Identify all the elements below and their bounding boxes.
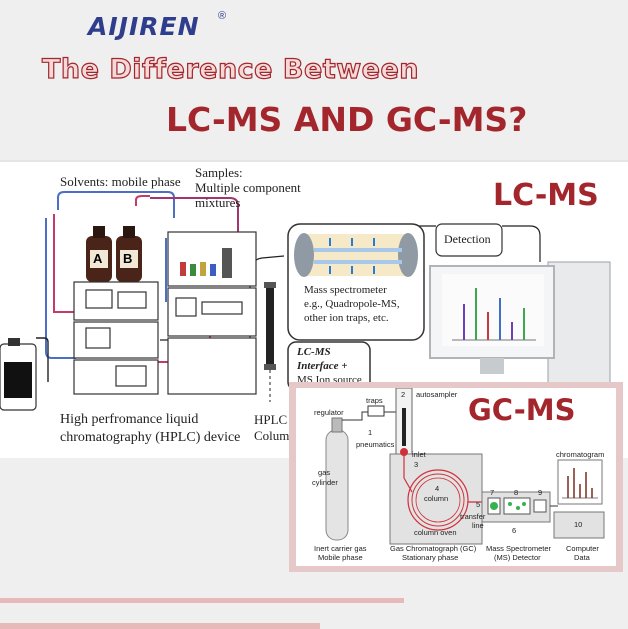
column-label-2: Column [254,428,296,443]
gc-num-7: 7 [490,488,495,497]
column-oven-label: column oven [414,528,457,537]
page-title-line1: The Difference Between [41,53,419,85]
traps-box [367,405,385,417]
gc-num-4: 4 [435,484,440,493]
gc-label-2: Stationary phase [402,553,459,562]
registered-mark: ® [218,10,227,22]
brand-logo: AIJIREN [88,12,200,41]
samples-label-3: mixtures [195,195,241,210]
decorative-bar-1 [0,598,404,603]
header-divider [0,160,628,163]
msd-label-2: (MS) Detector [494,553,541,562]
regulator-label: regulator [314,408,344,417]
page-title-line2: LC-MS AND GC-MS? [166,100,528,139]
solvents-label: Solvents: mobile phase [60,174,181,189]
lcms-diagram-svg [0,191,611,411]
interface-label-2: Interface + [297,360,348,372]
detection-label: Detection [444,232,491,246]
computer-illustration [429,261,611,389]
gc-num-8: 8 [514,488,519,497]
transfer-label: transfer [460,512,486,521]
gc-column-coil [407,469,469,531]
hplc-label-2: chromatography (HPLC) device [60,430,241,445]
hplc-label-1: High perfromance liquid [60,412,199,427]
gc-num-6: 6 [512,526,517,535]
waste-container [0,338,37,411]
ms-label-2: e.g., Quadropole-MS, [304,298,400,310]
gcms-diagram-panel: regulator traps 1 pneumatics 2 autosampl… [296,388,616,566]
cylinder-label: cylinder [312,478,338,487]
gc-num-2: 2 [401,390,406,399]
carrier-label-2: Mobile phase [318,553,363,562]
gc-num-9: 9 [538,488,543,497]
hplc-column [264,282,276,402]
bottle-b-label: B [123,251,133,266]
traps-label: traps [366,396,383,405]
computer-label-1: Computer [566,544,599,553]
autosampler-label: autosampler [416,390,458,399]
lcms-heading: LC-MS [493,178,599,213]
sample-vials [180,248,232,278]
samples-label-2: Multiple component [195,180,301,195]
inlet-marker [400,448,408,456]
interface-label-1: LC-MS [297,346,331,358]
lc-mass-spectrometer [287,223,425,341]
ms-label-3: other ion traps, etc. [304,312,389,324]
pneumatics-label: pneumatics [356,440,395,449]
gc-num-1: 1 [368,428,373,437]
carrier-label-1: Inert carrier gas [314,544,367,553]
decorative-bar-2 [0,623,320,629]
computer-unit [553,511,605,539]
inlet-label: inlet [412,450,426,459]
samples-label-1: Samples: [195,165,243,180]
gc-num-5: 5 [476,500,481,509]
gcms-diagram-svg [325,388,605,545]
computer-label-2: Data [574,553,590,562]
gc-num-3: 3 [414,460,419,469]
gas-label: gas [318,468,331,477]
solvent-bottles [86,226,142,282]
column-label: column [424,494,449,503]
detection-box [435,223,503,257]
gas-cylinder [325,417,349,541]
column-oven [389,453,483,545]
ms-label-1: Mass spectrometer [304,284,387,296]
chromatogram-label: chromatogram [556,450,605,459]
hplc-pump-module [73,281,159,395]
bottle-a-label: A [93,251,103,266]
msd-label-1: Mass Spectrometer [486,544,552,553]
line-label: line [472,521,484,530]
gcms-heading: GC-MS [468,393,576,427]
autosampler-module [167,231,257,395]
gc-label-1: Gas Chromatograph (GC) [390,544,477,553]
gc-num-10: 10 [574,520,583,529]
column-label-1: HPLC [254,412,288,427]
